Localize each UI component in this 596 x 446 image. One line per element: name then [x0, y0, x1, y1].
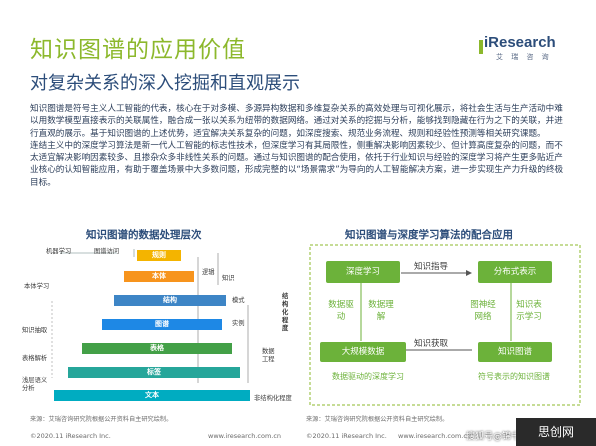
data-understanding-label: 数据理解: [368, 300, 394, 322]
knowledge-acquire-label: 知识获取: [414, 339, 449, 349]
label-knowledge-extraction: 知识抽取: [22, 327, 48, 334]
left-chart: 机器学习 图谱访问 本体学习 知识抽取 表格解析 浅层语义分析 规则 本体 结构…: [22, 243, 298, 408]
big-data-box: 大规模数据: [320, 342, 406, 362]
watermark: 搜狐号@锦书科技: [466, 432, 539, 442]
copyright-left: ©2020.11 iResearch Inc.: [30, 432, 111, 440]
stair-structure: 结构: [114, 295, 226, 306]
label-schema: 模式: [232, 297, 245, 304]
label-graph-access: 图谱访问: [94, 248, 120, 255]
deep-learning-box: 深度学习: [326, 261, 400, 283]
label-knowledge: 知识: [222, 275, 235, 282]
source-right: 来源：艾瑞咨询研究院根据公开资料自主研究绘制。: [306, 416, 449, 423]
logo-cn: 艾 瑞 咨 询: [496, 53, 552, 61]
paragraph-2: 连结主义中的深度学习算法是新一代人工智能的标志性技术，但深度学习有其局限性，侧重…: [30, 140, 564, 188]
site-left: www.iresearch.com.cn: [208, 432, 282, 440]
label-unstructured-degree: 非结构化程度: [254, 395, 292, 402]
label-instance: 实例: [232, 320, 245, 327]
stair-text: 文本: [54, 390, 250, 401]
distributed-box: 分布式表示: [478, 261, 552, 283]
stair-rule: 规则: [137, 250, 181, 261]
paragraph-1: 知识图谱是符号主义人工智能的代表，核心在于对多模、多源异构数据和多维复杂关系的高…: [30, 104, 563, 139]
logo-mark: [479, 40, 483, 54]
label-logic: 逻辑: [202, 269, 215, 276]
corner-badge: 思创网: [516, 418, 596, 446]
right-chart: 深度学习 数据驱动 数据理解 大规模数据 数据驱动的深度学习 知识指导 知识获取…: [306, 243, 584, 408]
site-right: www.iresearch.com.cn: [398, 432, 472, 440]
stair-ontology: 本体: [124, 271, 194, 282]
label-shallow-semantic: 浅层语义分析: [22, 377, 48, 392]
left-chart-title: 知识图谱的数据处理层次: [86, 229, 202, 241]
label-structured-degree: 结构化程度: [282, 293, 289, 332]
body-text: 知识图谱是符号主义人工智能的代表，核心在于对多模、多源异构数据和多维复杂关系的高…: [30, 103, 570, 189]
label-table-parsing: 表格解析: [22, 355, 48, 362]
data-driven-label: 数据驱动: [328, 300, 354, 322]
page-subtitle: 对复杂关系的深入挖掘和直观展示: [30, 73, 300, 94]
label-machine-learning: 机器学习: [46, 248, 72, 255]
knowledge-guide-label: 知识指导: [414, 262, 449, 272]
kg-box: 知识图谱: [478, 342, 552, 362]
stair-graph: 图谱: [102, 319, 222, 330]
stair-table: 表格: [82, 343, 232, 354]
label-data-engineering: 数据工程: [262, 348, 275, 363]
right-chart-title: 知识图谱与深度学习算法的配合应用: [345, 229, 513, 241]
copyright-right: ©2020.11 iResearch Inc.: [306, 432, 387, 440]
dl-caption: 数据驱动的深度学习: [332, 372, 404, 381]
knowledge-repr-label: 知识表示学习: [516, 300, 542, 322]
page-title: 知识图谱的应用价值: [30, 37, 246, 63]
kg-caption: 符号表示的知识图谱: [478, 372, 550, 381]
graph-network-label: 图神经网络: [470, 300, 496, 322]
label-ontology-learning: 本体学习: [24, 283, 50, 290]
logo-brand: iResearch: [484, 34, 556, 51]
source-left: 来源：艾瑞咨询研究院根据公开资料自主研究绘制。: [30, 416, 173, 423]
stair-tag: 标签: [68, 367, 240, 378]
